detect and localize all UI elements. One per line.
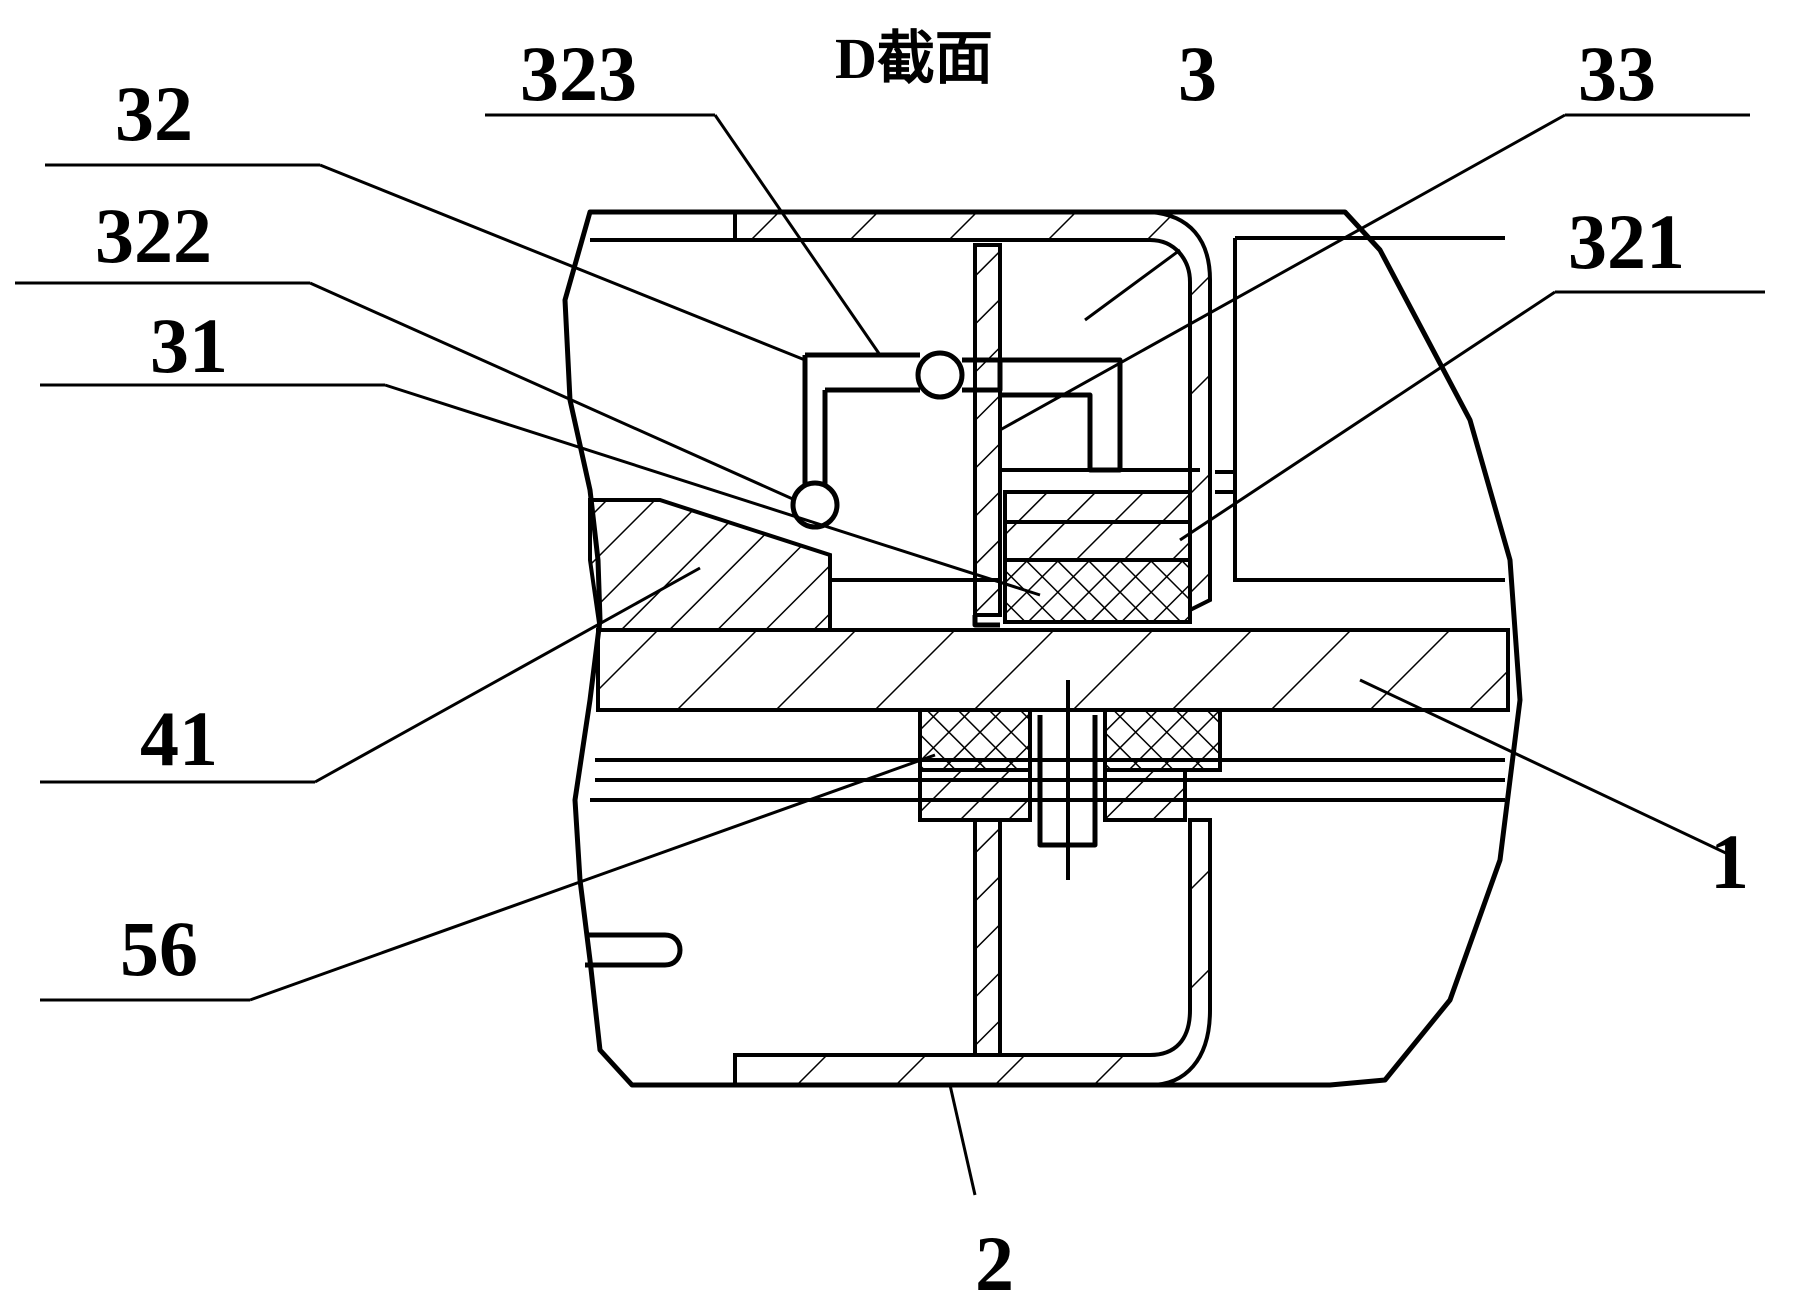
label-56: 56: [120, 905, 198, 992]
seal-base-left: [918, 768, 1032, 822]
wall-foot: [972, 615, 1000, 628]
label-2: 2: [975, 1220, 1014, 1304]
label-323: 323: [520, 30, 637, 117]
vertical-wall-upper: [973, 243, 1002, 617]
part-33-block: [1000, 357, 1123, 473]
label-321: 321: [1568, 198, 1685, 285]
layer-31-crosshatch: [1003, 558, 1192, 624]
seal-56-right: [1103, 708, 1222, 772]
left-slot: [585, 932, 683, 968]
section-title: D截面: [835, 26, 993, 91]
label-3: 3: [1178, 30, 1217, 117]
leader-321: [1179, 290, 1556, 542]
leader-31: [384, 383, 1041, 597]
leader-323: [713, 114, 882, 356]
pin-upper: [915, 350, 965, 400]
layer-321-top: [1003, 490, 1192, 524]
label-1: 1: [1710, 818, 1749, 905]
label-31: 31: [150, 302, 228, 389]
label-41: 41: [140, 695, 218, 782]
leader-56: [249, 753, 936, 1002]
bottom-wall: [733, 818, 1212, 1087]
vertical-wall-lower: [973, 818, 1002, 1057]
label-32: 32: [115, 70, 193, 157]
pin-lower: [790, 480, 840, 530]
leader-322: [309, 281, 796, 502]
seal-56-left: [918, 708, 1032, 772]
leader-3-arrow: [1084, 248, 1181, 322]
leader-2: [948, 1084, 977, 1196]
leader-41: [314, 566, 701, 784]
top-wall: [733, 210, 1212, 614]
leader-1: [1359, 678, 1731, 857]
shaft-part-1: [596, 628, 1510, 712]
label-33: 33: [1578, 30, 1656, 117]
leader-33: [999, 113, 1566, 432]
layer-321-mid: [1003, 520, 1192, 562]
right-box: [1233, 238, 1505, 582]
label-322: 322: [95, 192, 212, 279]
leader-32: [319, 163, 806, 362]
seal-base-right: [1103, 768, 1187, 822]
pin-arm: [962, 357, 1003, 393]
